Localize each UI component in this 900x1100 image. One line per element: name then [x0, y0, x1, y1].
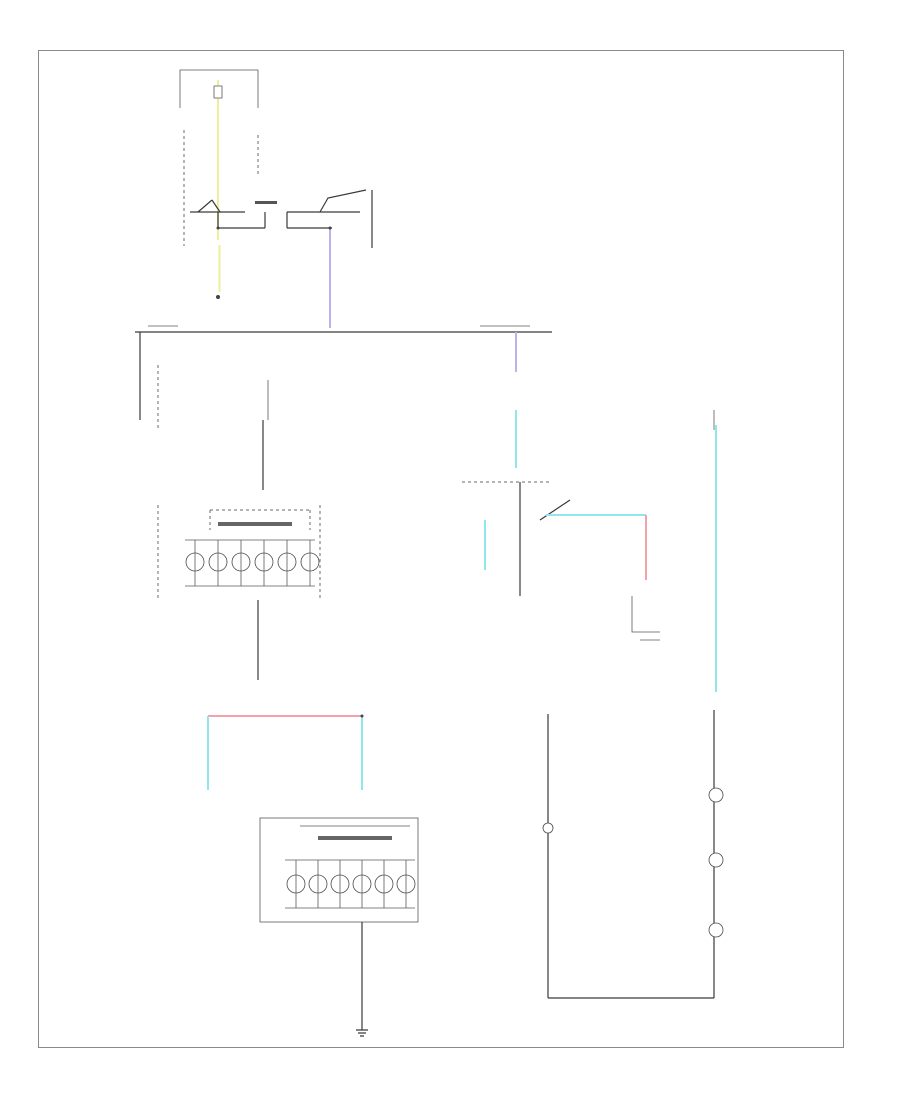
bulb-icon [708, 787, 724, 803]
right-center-branch [462, 332, 660, 641]
diagram-frame [38, 50, 844, 1048]
left-branch [139, 332, 159, 430]
ground-icon [356, 1029, 368, 1037]
connector-strip [218, 522, 292, 526]
bulb-icon [708, 852, 724, 868]
switch-contact-bar [255, 201, 277, 204]
lamp-row [286, 860, 416, 908]
instrument-cluster-upper [157, 380, 321, 680]
bulb-icon [542, 822, 554, 834]
splice-point [360, 714, 364, 718]
splice-point [328, 226, 332, 230]
lower-cluster-feed [207, 714, 364, 790]
main-bus [135, 325, 552, 333]
splice-point [216, 295, 220, 299]
right-branch [542, 410, 724, 999]
top-fuse-block [179, 69, 373, 328]
splice-point [216, 226, 220, 230]
connector-strip [318, 836, 392, 840]
bulb-icon [708, 922, 724, 938]
lamp-row [185, 540, 320, 586]
instrument-cluster-lower [259, 817, 419, 1037]
